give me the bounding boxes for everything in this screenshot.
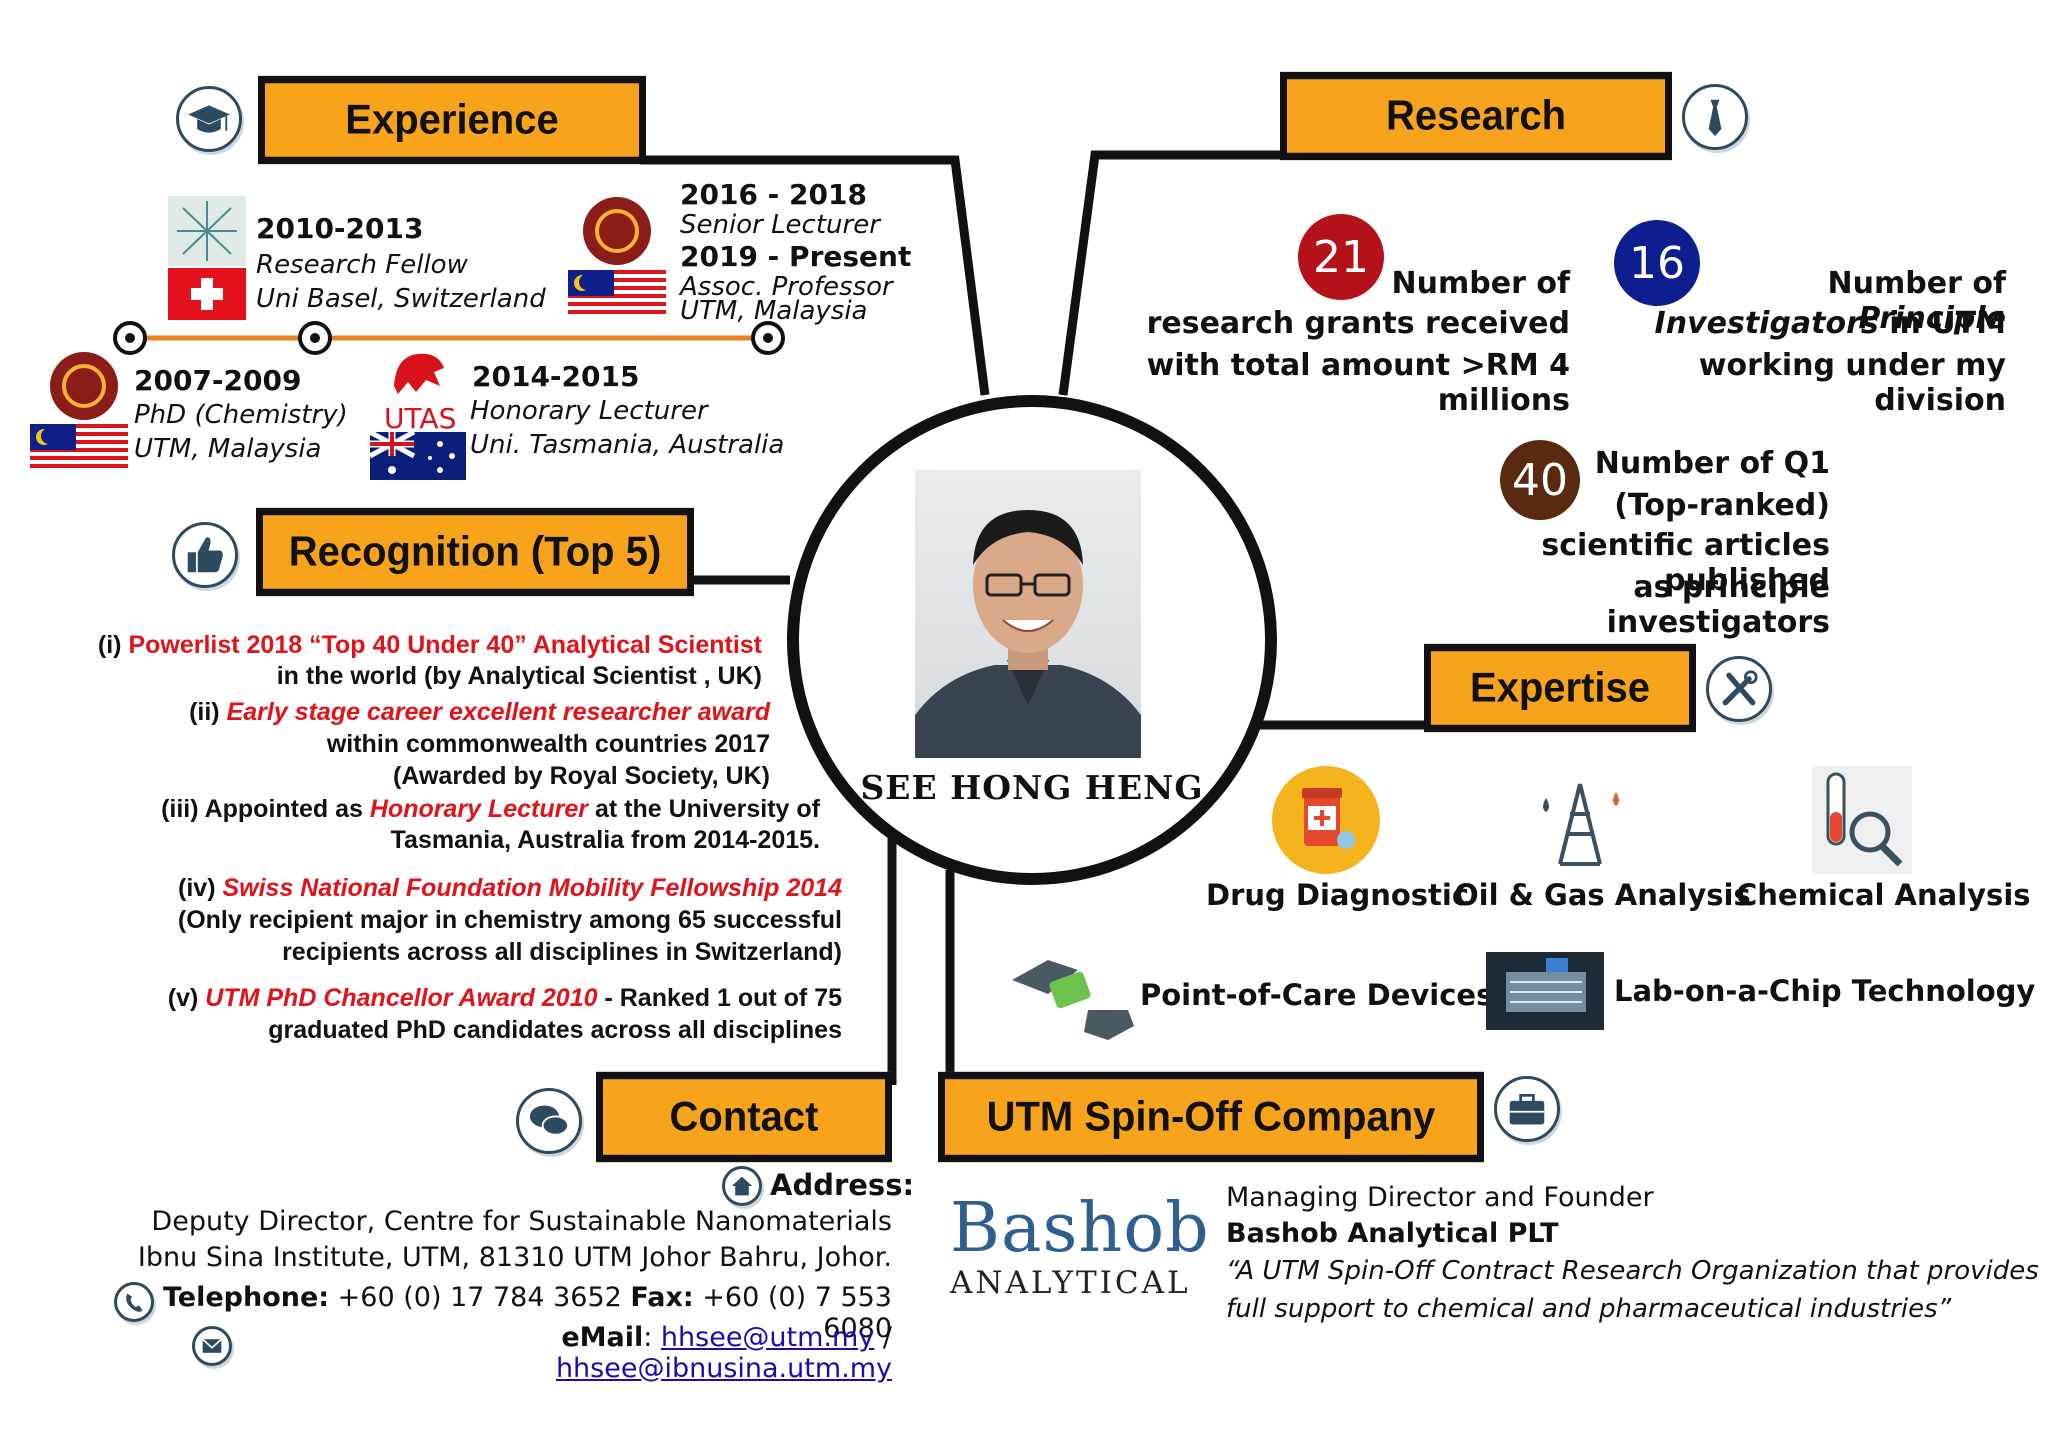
research-articles-line2: (Top-ranked) — [1614, 488, 1830, 523]
profile-photo — [915, 470, 1141, 758]
spinoff-company: Bashob Analytical PLT — [1226, 1218, 1559, 1249]
recognition-header: Recognition (Top 5) — [256, 507, 694, 597]
exp-2007-years: 2007-2009 — [134, 364, 302, 397]
exp-2010-place: Uni Basel, Switzerland — [256, 284, 546, 314]
experience-header: Experience — [258, 75, 646, 165]
spinoff-header: UTM Spin-Off Company — [938, 1071, 1484, 1163]
research-grants-line3: with total amount >RM 4 millions — [1146, 348, 1570, 418]
malaysia-flag-icon — [568, 270, 666, 318]
expertise-drug-diagnostic: Drug Diagnostic — [1206, 878, 1470, 912]
australia-flag-icon — [368, 429, 466, 480]
research-grants-line1: Number of — [1391, 266, 1570, 301]
chemical-analysis-icon — [1812, 766, 1912, 874]
basel-logo — [168, 196, 246, 266]
recognition-item-2: (ii) Early stage career excellent resear… — [189, 698, 770, 790]
point-of-care-icon — [1008, 950, 1138, 1042]
experience-timeline — [113, 321, 785, 355]
research-articles-count: 40 — [1500, 440, 1580, 520]
utm-logo — [583, 197, 651, 265]
recognition-item-4: (iv) Swiss National Foundation Mobility … — [177, 874, 842, 966]
exp-2010-role: Research Fellow — [256, 250, 468, 280]
home-icon — [722, 1166, 762, 1206]
exp-2014-place: Uni. Tasmania, Australia — [470, 430, 785, 460]
exp-2014-years: 2014-2015 — [472, 360, 640, 393]
chat-bubbles-icon — [516, 1088, 582, 1154]
address-label: Address: — [770, 1168, 915, 1202]
graduation-cap-icon — [176, 86, 242, 152]
swiss-flag-icon — [168, 268, 246, 320]
email-link-2[interactable]: hhsee@ibnusina.utm.my — [555, 1353, 892, 1384]
exp-2016-years: 2016 - 2018 — [680, 178, 867, 211]
research-pi-line3: working under my division — [1698, 348, 2006, 418]
exp-2016-role: Senior Lecturer — [680, 210, 880, 240]
research-pi-line2: Investigators in UTM — [1654, 306, 2006, 341]
utas-label: UTAS — [384, 402, 457, 435]
exp-2014-role: Honorary Lecturer — [470, 396, 708, 426]
expertise-point-of-care: Point-of-Care Devices — [1140, 978, 1494, 1012]
expertise-chemical: Chemical Analysis — [1736, 878, 2031, 912]
research-header: Research — [1280, 71, 1672, 161]
contact-header: Contact — [596, 1071, 892, 1163]
tools-icon — [1706, 656, 1772, 722]
expertise-lab-on-chip: Lab-on-a-Chip Technology — [1614, 974, 2036, 1008]
exp-2019-years: 2019 - Present — [680, 240, 912, 273]
recognition-item-3: (iii) Appointed as Honorary Lecturer at … — [161, 795, 820, 854]
recognition-item-5: (v) UTM PhD Chancellor Award 2010 - Rank… — [167, 984, 842, 1044]
exp-2019-role: Assoc. Professor — [680, 272, 893, 302]
research-pi-line1: Number of Principle — [1827, 266, 2006, 336]
utas-lion-logo — [386, 346, 452, 400]
expertise-oil-gas: Oil & Gas Analysis — [1454, 878, 1751, 912]
thumbs-up-icon — [172, 522, 238, 588]
malaysia-flag-icon — [30, 424, 128, 472]
address-line2: Ibnu Sina Institute, UTM, 81310 UTM Joho… — [137, 1242, 892, 1273]
spinoff-quote-line1: “A UTM Spin-Off Contract Research Organi… — [1226, 1256, 2039, 1286]
bashob-logo: Bashob ANALYTICAL — [950, 1189, 1210, 1301]
oil-rig-icon — [1530, 774, 1630, 874]
email-link-1[interactable]: hhsee@utm.my — [660, 1322, 875, 1353]
exp-2007-role: PhD (Chemistry) — [134, 400, 348, 430]
research-pi-count: 16 — [1614, 220, 1700, 306]
drug-diagnostic-icon — [1272, 766, 1380, 874]
research-grants-line2: research grants received — [1146, 306, 1570, 341]
research-grants-count: 21 — [1298, 214, 1384, 300]
spinoff-quote-line2: full support to chemical and pharmaceuti… — [1226, 1294, 1952, 1324]
email-line: eMail: hhsee@utm.my / hhsee@ibnusina.utm… — [555, 1322, 892, 1384]
utm-logo — [50, 352, 118, 420]
exp-2019-place: UTM, Malaysia — [680, 296, 868, 326]
address-line1: Deputy Director, Centre for Sustainable … — [151, 1206, 892, 1237]
expertise-header: Expertise — [1424, 643, 1696, 733]
research-articles-line1: Number of Q1 — [1594, 446, 1830, 481]
briefcase-icon — [1494, 1076, 1560, 1142]
phone-icon — [114, 1282, 154, 1322]
exp-2007-place: UTM, Malaysia — [134, 434, 322, 464]
spinoff-role: Managing Director and Founder — [1226, 1182, 1654, 1213]
telephone-line: Telephone: +60 (0) 17 784 3652 Fax: +60 … — [162, 1282, 892, 1344]
recognition-item-1: (i) Powerlist 2018 “Top 40 Under 40” Ana… — [97, 631, 762, 690]
lab-on-chip-image — [1486, 952, 1604, 1030]
envelope-icon — [192, 1326, 232, 1366]
profile-name: SEE HONG HENG — [860, 768, 1204, 807]
research-articles-line3: scientific articles published — [1541, 528, 1830, 598]
exp-2010-years: 2010-2013 — [256, 212, 424, 245]
necktie-icon — [1682, 84, 1748, 150]
research-articles-line4: as principle investigators — [1606, 570, 1830, 640]
